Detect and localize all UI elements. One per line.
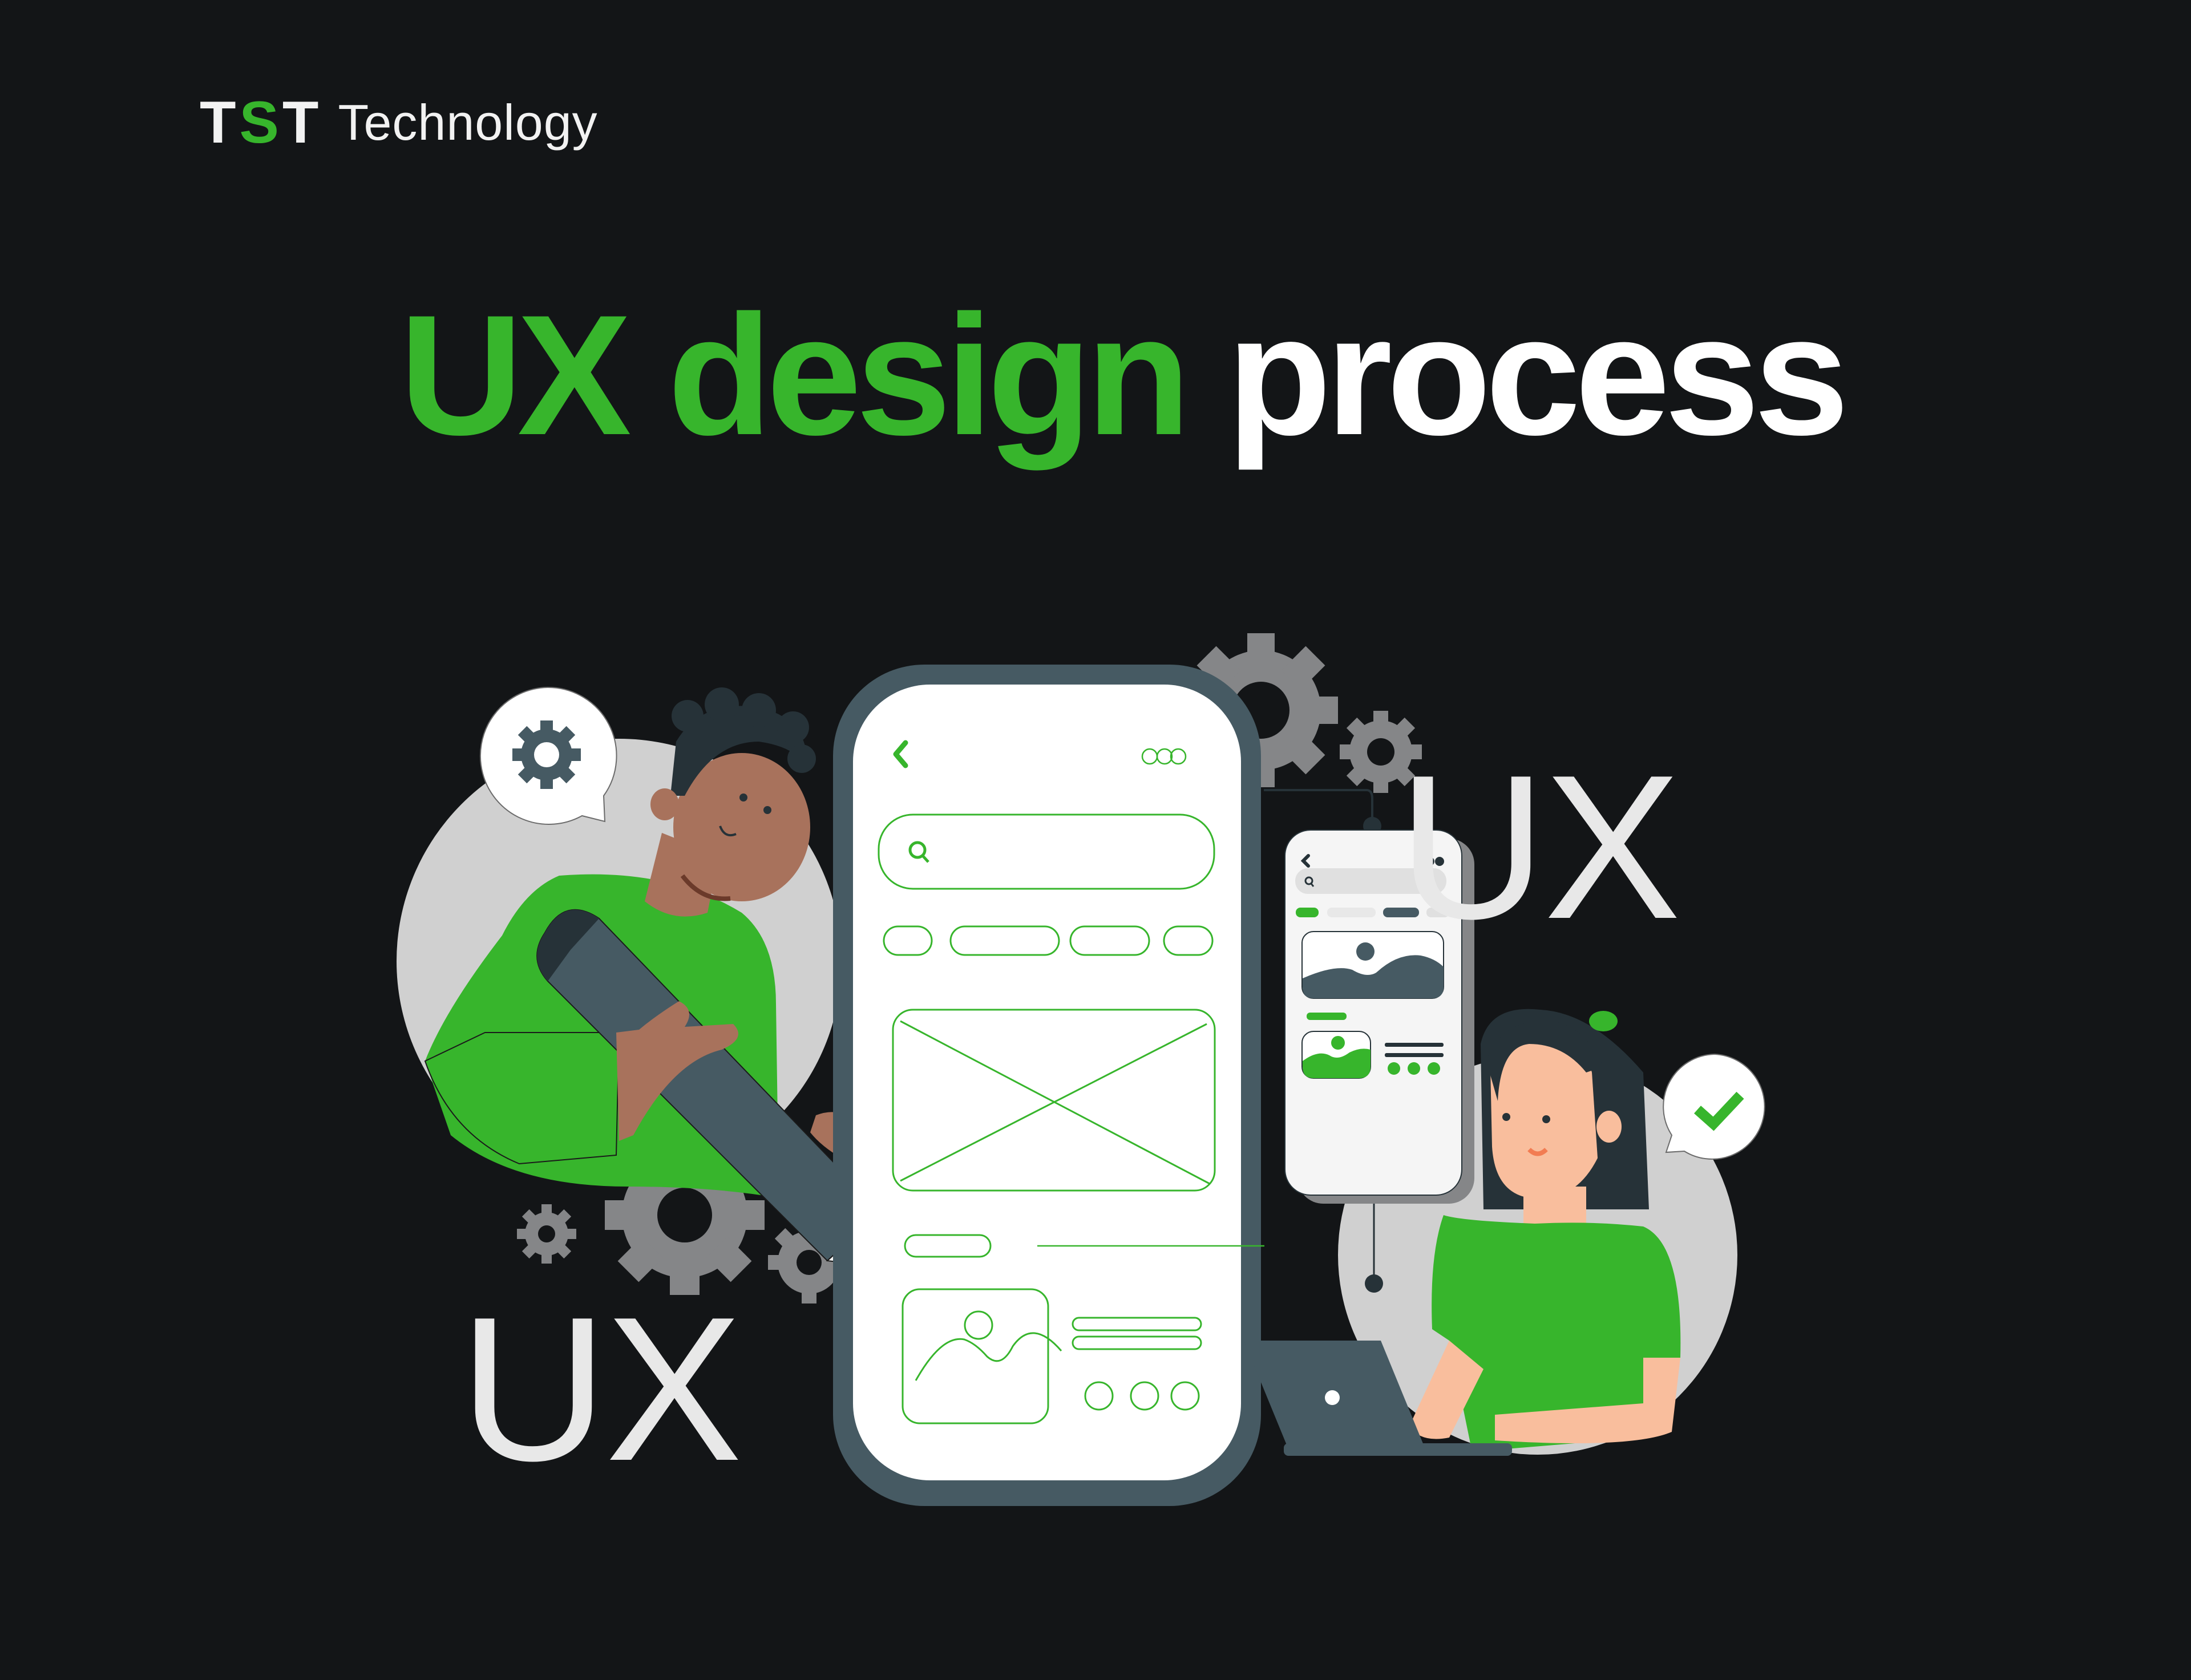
filter-chips: [883, 925, 1214, 956]
image-placeholder-icon: [1301, 931, 1444, 999]
main-phone-mockup: [833, 665, 1264, 1506]
back-chevron-icon: [1300, 854, 1310, 868]
logo-mark-t2: T: [282, 90, 322, 156]
search-bar: [1295, 868, 1446, 894]
speech-bubble-gear: [480, 686, 617, 825]
gear-icon: [517, 1204, 576, 1264]
search-bar: [878, 813, 1215, 890]
logo-mark: TST: [200, 93, 322, 152]
logo-mark-s: S: [239, 90, 282, 156]
speech-bubble-check: [1663, 1053, 1765, 1160]
logo-mark-t1: T: [200, 90, 240, 156]
rating-dots: [1388, 1062, 1440, 1075]
brand-logo: TST Technology: [200, 91, 598, 154]
image-placeholder-icon: [892, 1009, 1216, 1192]
title-rest: process: [1227, 279, 1849, 471]
more-dots-icon: [1141, 748, 1187, 765]
gear-icon: [1340, 711, 1422, 793]
rating-dots: [1084, 1381, 1200, 1411]
more-dots-icon: [1416, 857, 1444, 866]
title-highlight: UX design: [399, 279, 1191, 471]
laptop-icon: [1244, 1341, 1512, 1456]
back-chevron-icon: [893, 740, 908, 768]
gear-icon: [512, 720, 581, 789]
image-placeholder-icon: [902, 1288, 1062, 1424]
secondary-phone-mockup: [1284, 829, 1474, 1204]
check-icon: [1694, 1091, 1744, 1131]
search-icon: [908, 841, 929, 863]
ux-label-left: UX: [459, 1274, 742, 1504]
image-placeholder-icon: [1301, 1031, 1371, 1079]
search-icon: [1304, 876, 1315, 887]
woman-character: [1409, 1009, 1681, 1452]
text-lines: [1072, 1317, 1202, 1350]
page-title: UX design process: [399, 285, 1849, 465]
logo-wordmark: Technology: [338, 94, 598, 151]
ux-label-right: UX: [1398, 732, 1681, 962]
